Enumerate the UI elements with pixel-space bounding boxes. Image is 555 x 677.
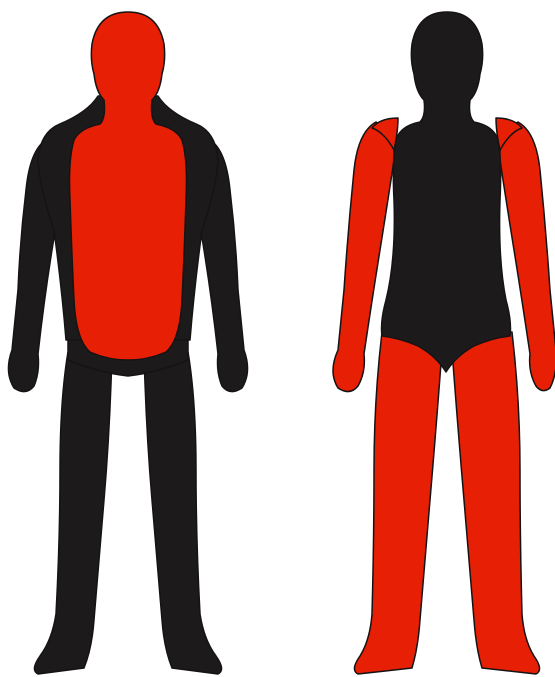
figure-front — [8, 12, 247, 674]
figure-back — [333, 12, 555, 674]
right-figure-legs-highlight — [354, 332, 539, 674]
left-figure-torso-highlight — [70, 12, 187, 360]
left-figure-legs — [34, 352, 221, 674]
right-figure-torso — [382, 12, 511, 372]
